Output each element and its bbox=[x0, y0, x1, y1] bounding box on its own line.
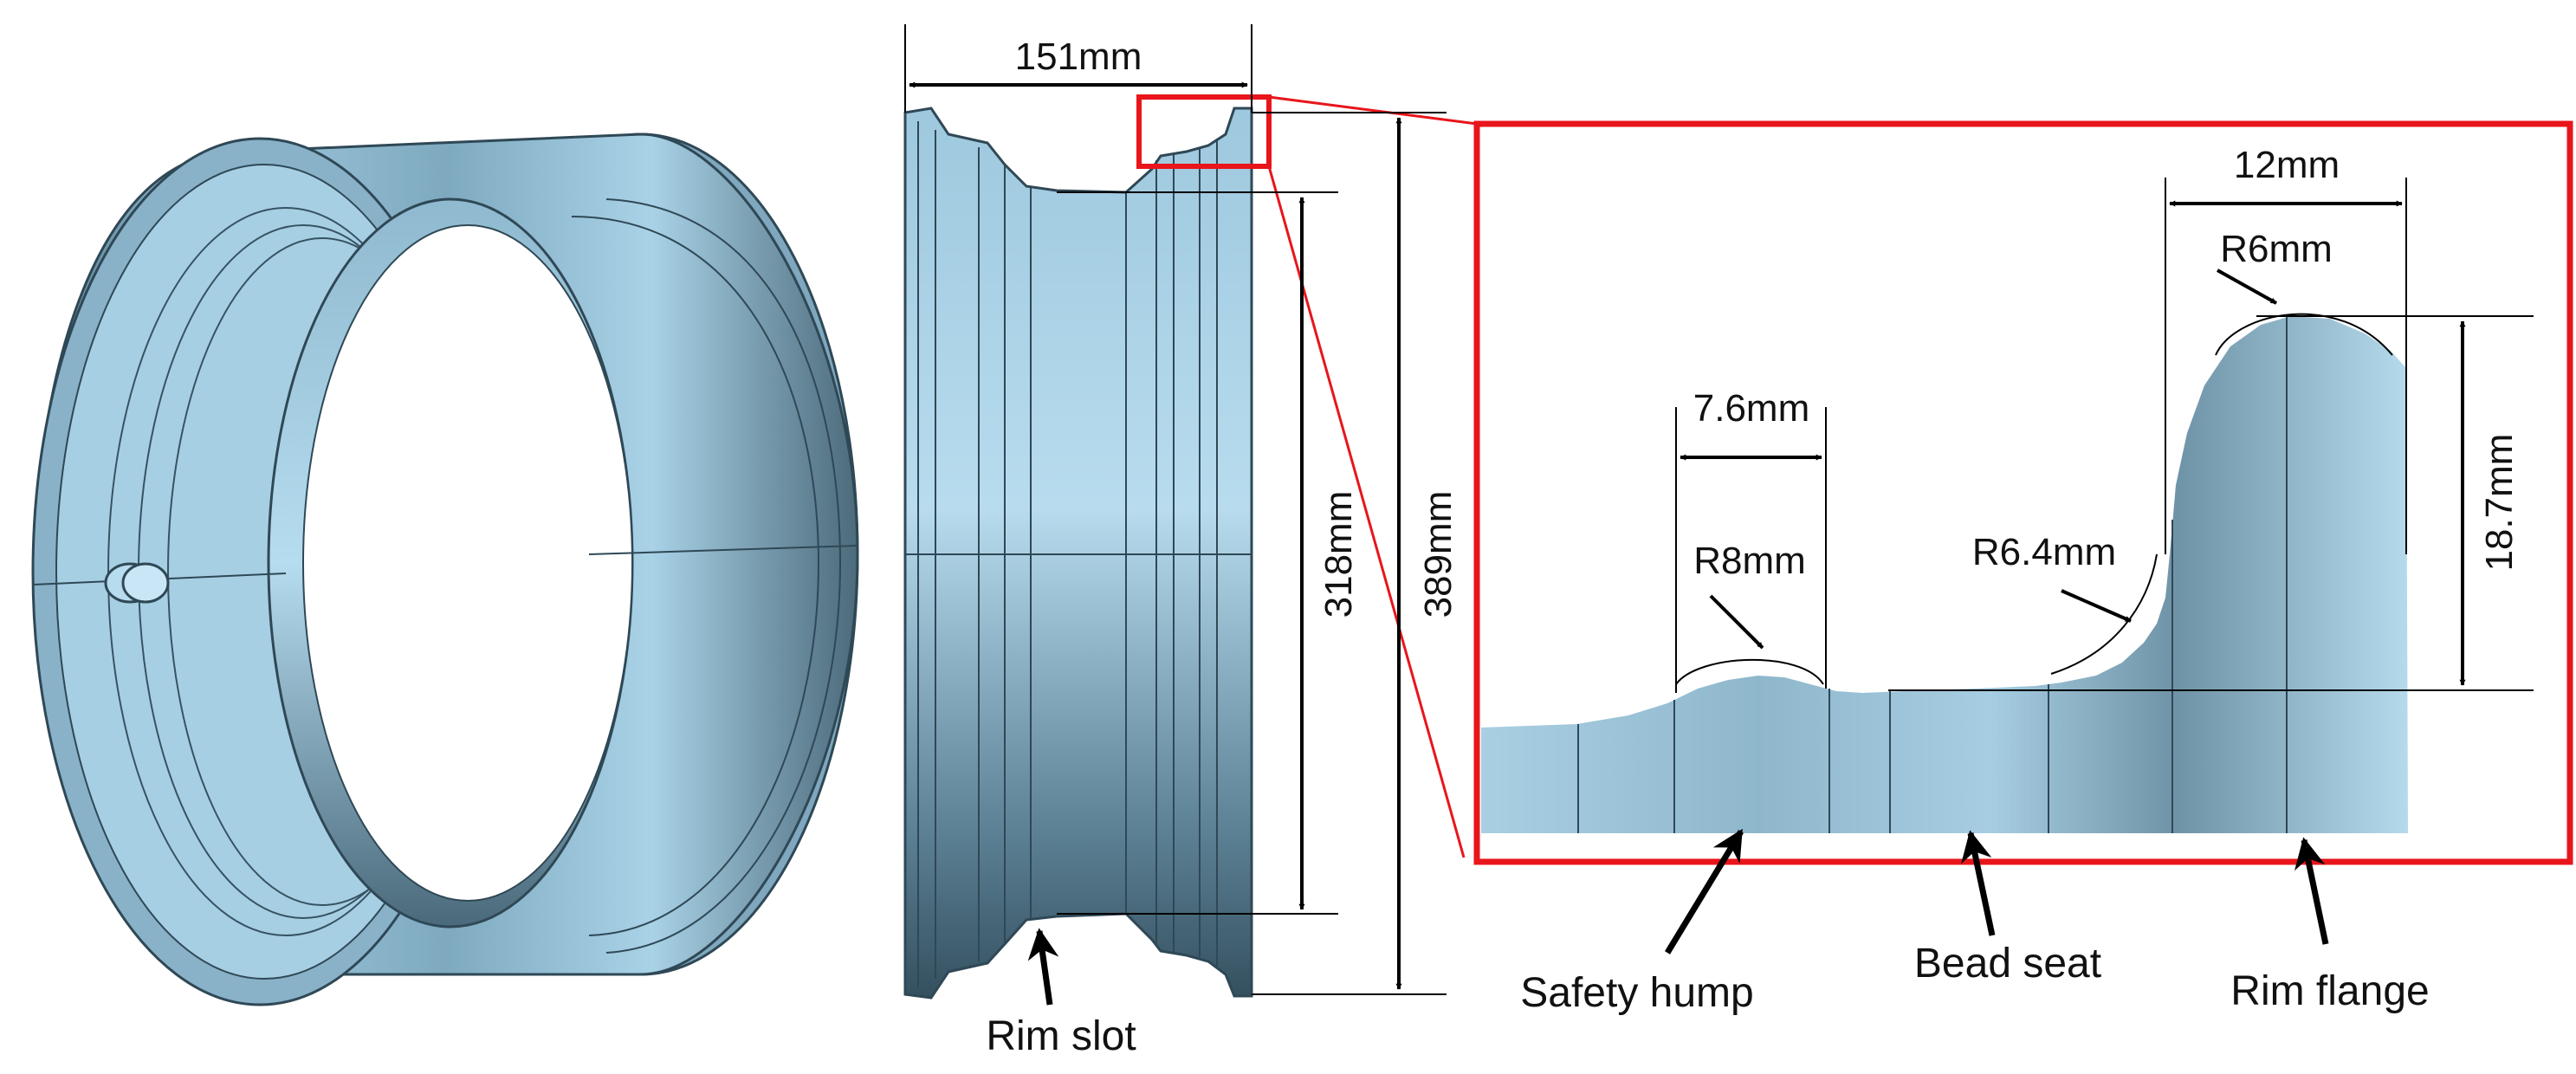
label-safety-hump: Safety hump bbox=[1520, 970, 1753, 1016]
radius-arc bbox=[1675, 658, 1824, 685]
detail-callout-line bbox=[1268, 95, 1478, 126]
rim-profile-section bbox=[1481, 316, 2408, 833]
valve-hole-icon bbox=[121, 562, 170, 604]
rim-back-edge bbox=[605, 198, 842, 954]
dimension-overall-width: 151mm bbox=[904, 24, 1252, 113]
label-flange-width: 12mm bbox=[2234, 144, 2340, 186]
radius-arc bbox=[2050, 553, 2158, 675]
rim-seam-line bbox=[588, 545, 858, 555]
dimension-flange-diameter: 389mm bbox=[1252, 112, 1460, 995]
bead-seat-callout: Bead seat bbox=[1914, 830, 2101, 987]
label-hump-width: 7.6mm bbox=[1693, 387, 1809, 430]
detail-highlight-box bbox=[1136, 94, 1272, 169]
label-flange-radius: R6mm bbox=[2220, 228, 2333, 270]
label-rim-flange: Rim flange bbox=[2230, 968, 2429, 1014]
detail-panel: 7.6mm R8mm R6.4mm 12mm R6mm 18.7mm bbox=[1473, 120, 2573, 865]
label-rim-slot: Rim slot bbox=[986, 1013, 1136, 1059]
label-bead-diameter: 318mm bbox=[1317, 491, 1360, 618]
dimension-bead-diameter: 318mm bbox=[1057, 191, 1360, 915]
rim-slot-callout: Rim slot bbox=[986, 928, 1136, 1059]
safety-hump-callout: Safety hump bbox=[1520, 828, 1754, 1016]
label-seat-radius: R6.4mm bbox=[1972, 531, 2116, 573]
label-flange-diameter: 389mm bbox=[1417, 491, 1460, 618]
rim-side-view bbox=[903, 107, 1253, 1000]
rim-back-edge bbox=[571, 216, 820, 936]
label-overall-width: 151mm bbox=[1015, 36, 1142, 78]
rim-isometric-view bbox=[31, 133, 859, 1006]
label-bead-seat: Bead seat bbox=[1914, 941, 2101, 987]
radius-arc bbox=[2215, 313, 2393, 356]
label-hump-radius: R8mm bbox=[1693, 540, 1806, 582]
detail-frame bbox=[1473, 120, 2573, 865]
label-flange-height: 18.7mm bbox=[2478, 434, 2521, 572]
rim-inner-hole bbox=[302, 224, 633, 902]
rim-flange-callout: Rim flange bbox=[2230, 837, 2430, 1014]
